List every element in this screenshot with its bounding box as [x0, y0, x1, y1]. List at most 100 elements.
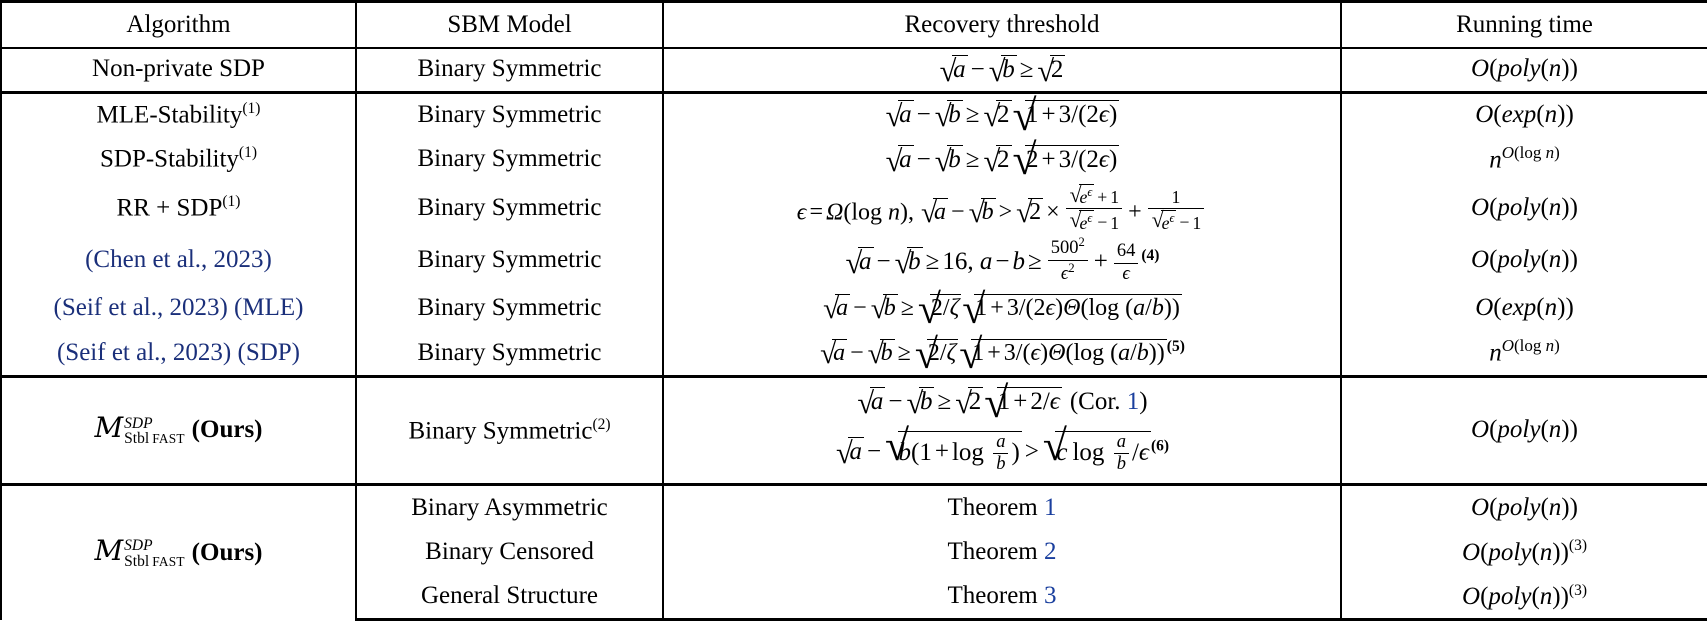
formula-seif-sdp-threshold: √a−√b≥√2/ζ√1+3/(ϵ)Θ(log (a/b))	[820, 332, 1167, 379]
cell-sbm-model: Binary Asymmetric	[355, 484, 664, 530]
model-label: Binary Censored	[425, 538, 594, 565]
mechanism-subscript-fast: Fast	[152, 431, 185, 447]
table-row: Binary Censored Theorem 2 O(poly(n))(3)	[1, 529, 1707, 575]
cell-running-time: O(poly(n))	[1340, 48, 1707, 94]
running-time-poly: O(poly(n))	[1462, 538, 1569, 566]
threshold-footnote-marker: (6)	[1150, 437, 1170, 455]
cell-sbm-model: Binary Symmetric	[355, 331, 664, 378]
formula-sdp-stability-threshold: √a−√b≥√2√2+3/(2ϵ)	[885, 136, 1120, 185]
cell-recovery-threshold: Theorem 1	[662, 484, 1342, 530]
reference-link-cor-1[interactable]: 1	[1126, 387, 1140, 415]
formula-ours-cor1-threshold: √a−√b≥√2√1+2/ϵ(Cor. 1)	[857, 378, 1148, 427]
threshold-footnote-marker: (5)	[1166, 337, 1185, 355]
mechanism-subscript-stbl: Stbl	[124, 430, 150, 448]
reference-link-theorem-1[interactable]: 1	[1043, 493, 1057, 521]
cell-algorithm: (Chen et al., 2023)	[0, 234, 357, 287]
cell-sbm-model: Binary Symmetric	[355, 286, 664, 332]
algorithm-footnote-marker: (1)	[222, 193, 241, 211]
cell-running-time: O(poly(n))(3)	[1340, 574, 1707, 621]
cell-recovery-threshold: Theorem 2	[662, 529, 1342, 575]
formula-seif-mle-threshold: √a−√b≥√2/ζ√1+3/(2ϵ)Θ(log (a/b))	[823, 287, 1182, 334]
citation-chen-2023[interactable]: (Chen et al., 2023)	[85, 245, 272, 273]
running-time-footnote-marker: (3)	[1568, 581, 1587, 599]
table-row: SDP-Stability(1) Binary Symmetric √a−√b≥…	[0, 136, 1707, 185]
table-row: Non-private SDP Binary Symmetric √a−√b≥√…	[0, 48, 1707, 94]
cell-recovery-threshold: √a−√b≥√2√1+3/(2ϵ)	[662, 92, 1342, 141]
running-time-poly: O(poly(n))	[1471, 493, 1578, 521]
formula-rr-sdp-threshold: ϵ=Ω(log n), √a−√b>√2×√eϵ+1√eϵ−1+1√eϵ−1	[797, 184, 1207, 232]
cell-recovery-threshold: √a−√b≥√2/ζ√1+3/(2ϵ)Θ(log (a/b))	[662, 286, 1342, 334]
reference-link-theorem-2[interactable]: 2	[1043, 538, 1057, 565]
cell-running-time: O(exp(n))	[1340, 286, 1707, 332]
algorithm-footnote-marker: (1)	[242, 100, 261, 118]
column-header-algorithm: Algorithm	[0, 0, 357, 49]
cell-sbm-model: Binary Symmetric	[355, 182, 664, 235]
running-time-quasipoly: nO(log n)	[1489, 336, 1560, 367]
model-label: Binary Symmetric	[417, 294, 602, 322]
running-time-poly: O(poly(n))	[1471, 193, 1578, 221]
cell-sbm-model: Binary Symmetric	[355, 234, 664, 287]
citation-seif-2023-sdp[interactable]: (Seif et al., 2023) (SDP)	[56, 338, 301, 366]
cell-recovery-threshold: √a−√b≥√2/ζ√1+3/(ϵ)Θ(log (a/b))(5)	[662, 331, 1342, 379]
running-time-poly: O(poly(n))	[1471, 55, 1578, 83]
model-label: Binary Symmetric	[408, 416, 593, 444]
cell-recovery-threshold: Theorem 3	[662, 574, 1342, 621]
cell-recovery-threshold: √a−√b≥√2√2+3/(2ϵ)	[662, 136, 1342, 185]
table-row: (Chen et al., 2023) Binary Symmetric √a−…	[0, 234, 1707, 287]
model-label: Binary Symmetric	[417, 245, 602, 273]
model-label: Binary Symmetric	[417, 100, 602, 128]
formula-sqrt-a-minus-sqrt-b-geq-sqrt2: √a−√b≥√2	[939, 53, 1066, 88]
running-time-poly: O(poly(n))	[1471, 416, 1578, 444]
running-time-exp: O(exp(n))	[1475, 100, 1574, 128]
cell-running-time: O(poly(n))	[1340, 234, 1707, 287]
mechanism-subscript-stbl: Stbl	[124, 552, 150, 570]
running-time-exp: O(exp(n))	[1475, 294, 1574, 322]
model-label: Binary Asymmetric	[411, 493, 608, 521]
algorithm-label: RR + SDP	[116, 194, 223, 222]
table-row: (Seif et al., 2023) (MLE) Binary Symmetr…	[0, 286, 1707, 334]
cell-running-time: O(poly(n))	[1340, 484, 1707, 530]
table-row: General Structure Theorem 3 O(poly(n))(3…	[1, 574, 1707, 621]
cell-algorithm: (Seif et al., 2023) (SDP)	[0, 331, 357, 378]
formula-mle-stability-threshold: √a−√b≥√2√1+3/(2ϵ)	[885, 92, 1120, 141]
cell-recovery-threshold: √a−√b≥√2	[662, 48, 1342, 94]
cell-algorithm: Non-private SDP	[0, 48, 357, 94]
threshold-line-1: √a−√b≥√2√1+2/ϵ(Cor. 1)	[670, 378, 1334, 427]
cell-sbm-model: Binary Symmetric(2)	[355, 376, 664, 487]
table-row: MLE-Stability(1) Binary Symmetric √a−√b≥…	[0, 92, 1707, 141]
cell-algorithm: SDP-Stability(1)	[0, 137, 357, 182]
reference-link-theorem-3[interactable]: 3	[1043, 582, 1057, 610]
model-label: Binary Symmetric	[417, 338, 602, 366]
cell-sbm-model: General Structure	[355, 574, 664, 621]
mechanism-symbol: M	[94, 411, 124, 445]
mechanism-superscript: SDP	[124, 414, 153, 432]
algorithm-label: MLE-Stability	[96, 101, 243, 129]
citation-seif-2023-mle[interactable]: (Seif et al., 2023) (MLE)	[53, 294, 304, 322]
theorem-label: Theorem	[947, 538, 1038, 565]
model-label: Binary Symmetric	[417, 193, 602, 221]
ours-label: (Ours)	[191, 416, 263, 444]
column-header-sbm-model: SBM Model	[355, 0, 664, 49]
column-header-running-time: Running time	[1340, 0, 1707, 49]
table-row: RR + SDP(1) Binary Symmetric ϵ=Ω(log n),…	[0, 182, 1707, 235]
cell-sbm-model: Binary Symmetric	[355, 137, 664, 182]
cell-sbm-model: Binary Symmetric	[355, 48, 664, 94]
model-label: General Structure	[420, 582, 598, 610]
running-time-poly: O(poly(n))	[1471, 245, 1578, 273]
algorithm-footnote-marker: (1)	[238, 144, 257, 162]
running-time-footnote-marker: (3)	[1568, 537, 1587, 555]
cell-algorithm: RR + SDP(1)	[0, 182, 357, 235]
cell-running-time: O(exp(n))	[1340, 92, 1707, 137]
model-label: Binary Symmetric	[417, 55, 602, 83]
running-time-poly: O(poly(n))	[1462, 582, 1569, 610]
